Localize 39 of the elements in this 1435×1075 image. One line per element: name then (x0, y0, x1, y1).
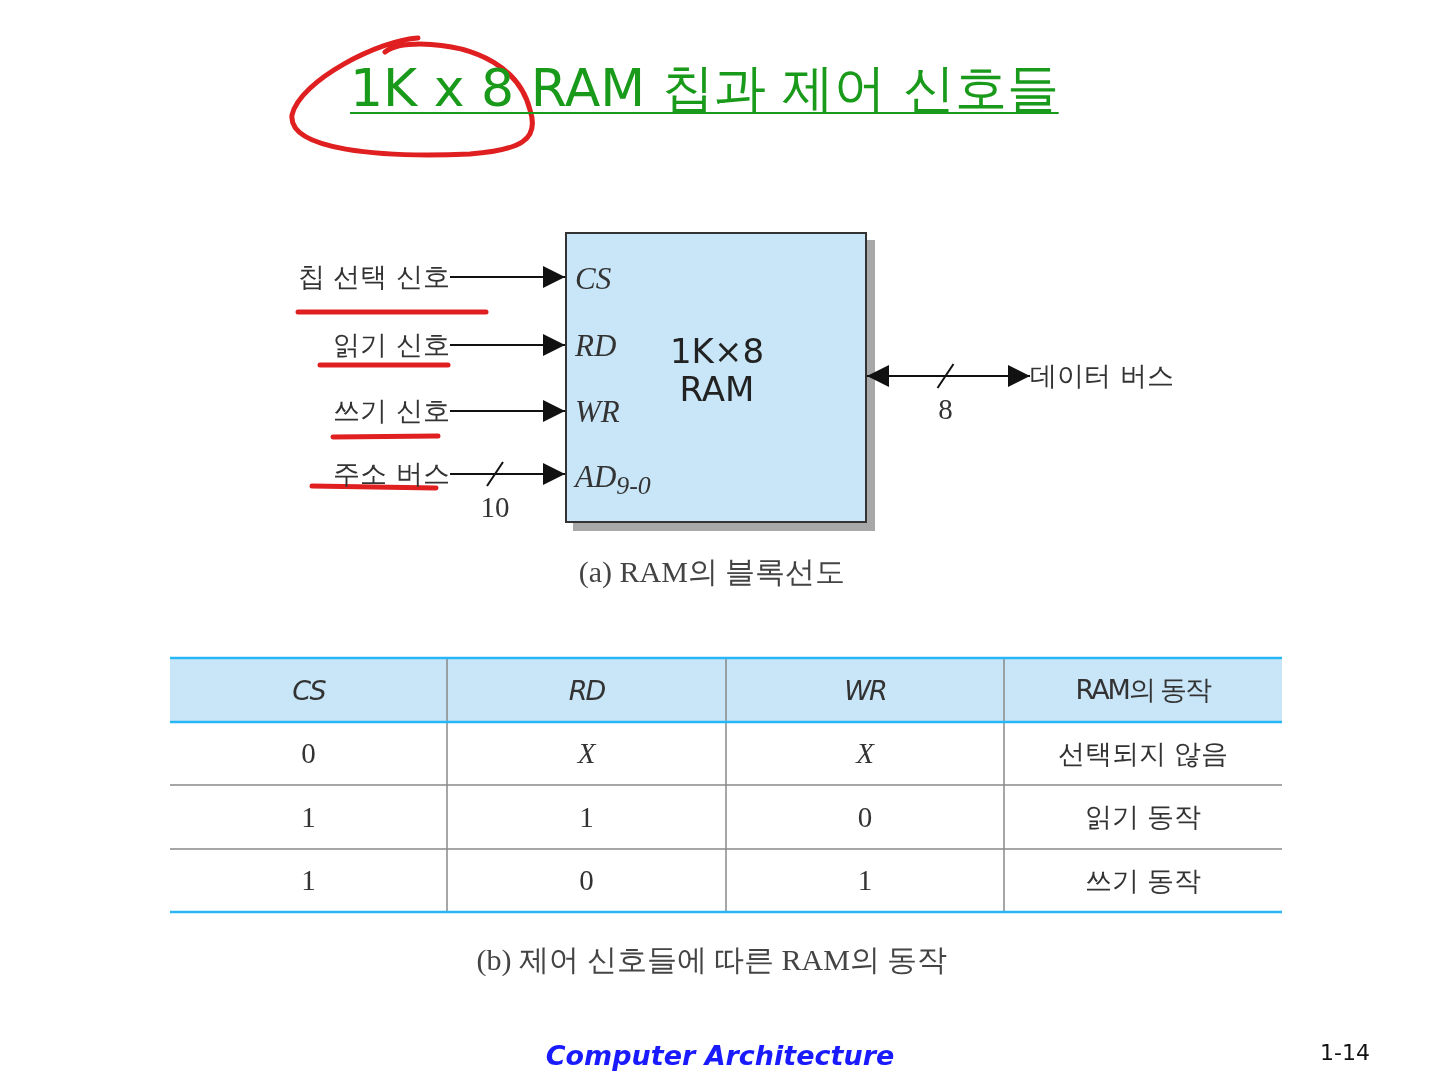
edge-label: 10 (479, 490, 511, 524)
caption: (b) 제어 신호들에 따른 RAM의 동작 (475, 942, 949, 978)
table-cell-text: 1 (300, 863, 317, 898)
table-cell-text: 1 (300, 799, 317, 835)
signal-label: 주소 버스 (250, 454, 450, 494)
signal-label: 쓰기 신호 (250, 391, 450, 431)
table-cell-text: 읽기 동작 (1083, 800, 1203, 834)
arrow (866, 365, 1031, 387)
caption: (a) RAM의 블록선도 (577, 554, 847, 590)
table-header-cell-text: RAM의 동작 (1074, 673, 1212, 707)
pin-label: CS (575, 262, 612, 296)
table-header-cell-text: CS (291, 673, 327, 708)
table-cell-text: X (576, 736, 598, 771)
table-cell-text: 쓰기 동작 (1083, 863, 1203, 898)
table-cell-text: 1 (856, 863, 874, 898)
table-cell-text: 선택되지 않음 (1056, 736, 1230, 771)
chip-label: 1K×8 RAM (668, 332, 766, 408)
table-header-cell-text: WR (843, 673, 887, 708)
page-number: 1-14 (1320, 1039, 1371, 1067)
arrow (449, 463, 566, 485)
signal-label: 칩 선택 신호 (250, 257, 450, 297)
table-cell-text: 0 (856, 799, 874, 835)
signal-label: 데이터 버스 (1030, 356, 1220, 396)
table-cell-text: X (854, 736, 876, 771)
signal-label: 읽기 신호 (250, 325, 450, 365)
arrow (449, 334, 566, 356)
table-header-cell-text: RD (567, 673, 606, 708)
footer-text: Computer Architecture (544, 1039, 896, 1073)
pin-label: WR (575, 395, 620, 429)
pin-label: RD (575, 329, 617, 363)
arrow (449, 266, 566, 288)
edge-label: 8 (937, 392, 954, 426)
table-cell-text: 1 (578, 799, 595, 835)
title: 1K x 8 RAM 칩과 제어 신호들 (350, 58, 1060, 118)
arrow (449, 400, 566, 422)
table-cell-text: 0 (300, 736, 317, 771)
pin-label: AD$_{9-0}$ (575, 460, 651, 503)
table-cell-text: 0 (578, 863, 595, 898)
chip-box (565, 232, 867, 523)
